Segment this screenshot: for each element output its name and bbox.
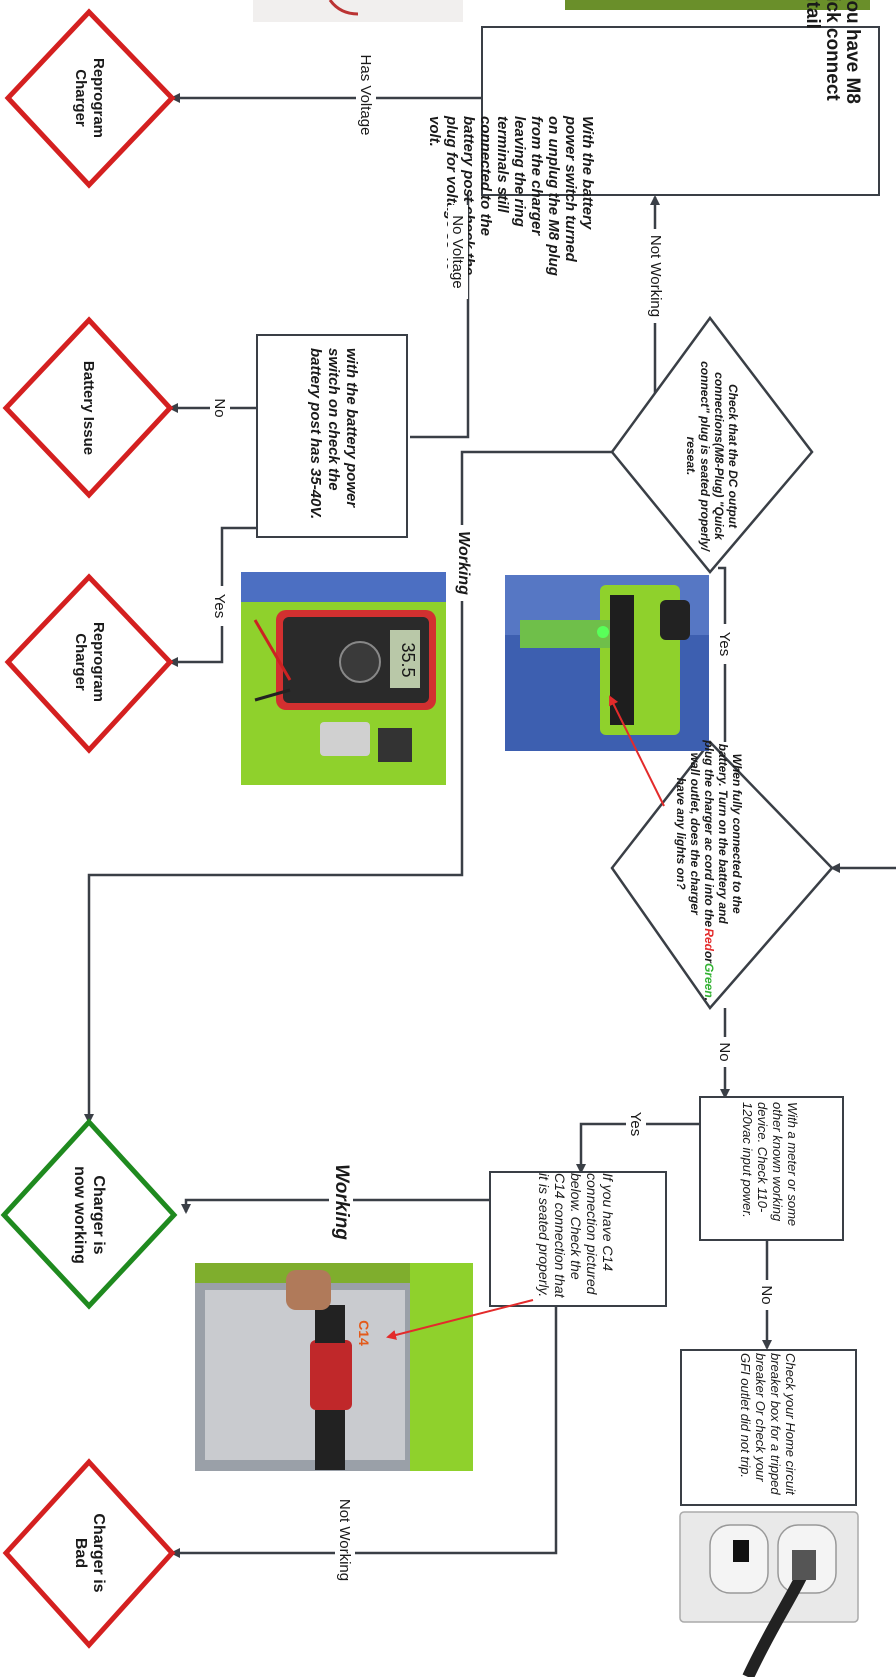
lights-pointer-arrow	[609, 695, 665, 807]
c14-photo-label: C14	[356, 1320, 372, 1346]
charger-is-bad-terminal	[2, 1458, 176, 1649]
edge-label-no-3: No	[757, 1280, 777, 1310]
reprogram-charger-terminal-2	[4, 573, 174, 754]
meter-reading-label: 35.5	[398, 642, 419, 678]
edge-label-no-1: No	[210, 393, 230, 423]
charger-is-bad-text: Charger is Bad	[72, 1513, 107, 1593]
charger-lights-photo	[505, 575, 709, 751]
meter-box-text: With a meter or some other known working…	[740, 1102, 800, 1227]
c14-box-text: If you have C14 connection pictured belo…	[536, 1173, 616, 1298]
charger-now-working-terminal	[0, 1118, 178, 1310]
check-dc-decision-diamond	[610, 315, 814, 574]
top-photo-left	[253, 0, 463, 22]
edge-label-not-working-2: Not Working	[335, 1492, 355, 1588]
edge-label-yes-1: Yes	[210, 586, 230, 626]
breaker-box	[680, 1349, 857, 1506]
battery-post-text: with the battery power switch on check t…	[307, 348, 360, 520]
wall-outlet-photo	[679, 1511, 859, 1677]
charger-now-working-text: Charger is now working	[71, 1166, 107, 1264]
start-question-suffix: .	[702, 997, 716, 1001]
green-light-word: Green	[702, 962, 716, 998]
edge-label-not-working-1: Not Working	[646, 229, 666, 323]
top-photo-right	[565, 0, 870, 10]
c14-connector-photo	[195, 1263, 534, 1471]
red-light-word: Red	[702, 928, 716, 951]
edge-label-no-2: No	[715, 1037, 735, 1067]
check-dc-text: Check that the DC output connections(M8-…	[684, 361, 740, 551]
edge-label-no-voltage: No Voltage	[448, 205, 468, 299]
edge-label-working-2: Working	[329, 1159, 353, 1245]
c14-box	[489, 1171, 667, 1307]
or-word: or	[702, 950, 716, 963]
multimeter-photo	[241, 572, 446, 785]
start-question-text: When fully connected to the battery. Tur…	[653, 739, 765, 1001]
battery-issue-terminal	[2, 316, 174, 499]
reprogram-charger-1-text: Reprogram Charger	[72, 57, 107, 139]
m8-box-title: If you have M8 quick connect pigtail	[802, 0, 863, 104]
meter-box	[699, 1096, 844, 1241]
edge-label-yes-3: Yes	[626, 1104, 646, 1144]
breaker-box-text: Check your Home circuit breaker box for …	[738, 1353, 798, 1495]
battery-issue-text: Battery Issue	[80, 360, 98, 456]
edge-label-yes-2: Yes	[715, 624, 735, 664]
m8-box	[481, 26, 880, 196]
start-decision-diamond	[610, 740, 834, 1011]
m8-box-body: With the battery power switch turned on …	[426, 116, 596, 276]
edge-label-working-1: Working	[452, 525, 474, 601]
reprogram-charger-2-text: Reprogram Charger	[72, 621, 107, 703]
edge-label-has-voltage: Has Voltage	[356, 45, 376, 145]
start-question-prefix: When fully connected to the battery. Tur…	[674, 740, 744, 927]
reprogram-charger-terminal-1	[4, 8, 176, 189]
battery-post-box	[256, 334, 408, 538]
